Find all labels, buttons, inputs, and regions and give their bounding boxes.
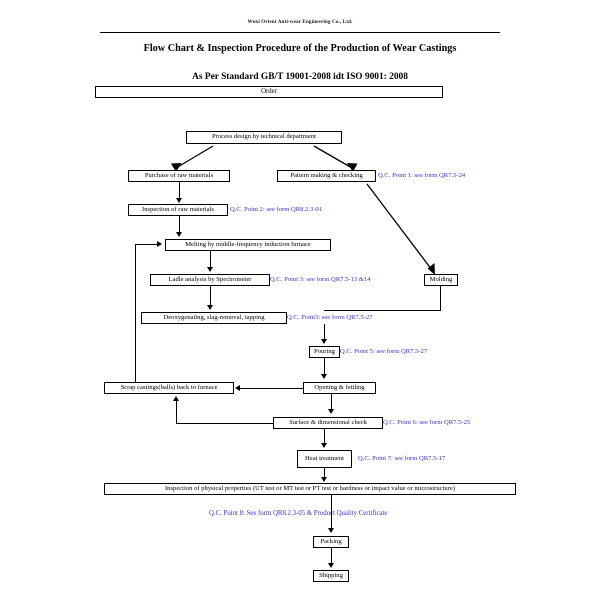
qc-point-3-label: Q.C. Point 3: see form QR7.5-13 &14 bbox=[270, 276, 371, 283]
arrowhead-opening bbox=[321, 374, 327, 379]
qc-point-8-label: Q.C. Point 8: See form QR8.2.3-05 & Prod… bbox=[209, 510, 388, 517]
node-process-design[interactable]: Process design by technical department bbox=[186, 131, 342, 144]
node-melting[interactable]: Melting by middle-frequency induction fu… bbox=[165, 239, 331, 251]
connector-surface-to-heat bbox=[324, 429, 325, 444]
qc-point-7-label: Q.C. Point 7: see form QR7.5-17 bbox=[358, 455, 446, 462]
arrowhead-ladle bbox=[207, 267, 213, 272]
node-pattern-making[interactable]: Pattern making & checking bbox=[277, 170, 376, 182]
arrowhead-melting-left bbox=[157, 241, 162, 247]
arrowhead-scrap-from-opening bbox=[235, 385, 240, 391]
connector-deoxygenating-to-pouring bbox=[324, 324, 325, 339]
node-ladle-analysis[interactable]: Ladle analysis by Spectrometer bbox=[150, 274, 270, 286]
connector-surface-rework-riser bbox=[176, 401, 177, 424]
connector-purchase-to-inspection bbox=[179, 182, 180, 199]
connector-scrap-to-melting-top bbox=[135, 244, 158, 245]
company-name: Wuxi Orient Anti-wear Engineering Co., L… bbox=[247, 19, 353, 25]
arrowhead-inspection-raw bbox=[176, 198, 182, 203]
arrowhead-scrap-from-surface bbox=[173, 396, 179, 401]
node-deoxygenating[interactable]: Deoxygenating, slag-removal, tapping bbox=[141, 312, 287, 324]
node-scrap-castings[interactable]: Scrap castings(balls) back to furnace bbox=[104, 382, 234, 394]
node-surface-dimensional-check[interactable]: Surface & dimensional check bbox=[273, 417, 383, 429]
connector-packing-to-shipping bbox=[331, 548, 332, 564]
node-physical-properties-inspection[interactable]: Inspection of physical properties (UT te… bbox=[104, 483, 516, 495]
connector-surface-rework-horizontal bbox=[176, 423, 274, 424]
node-packing[interactable]: Packing bbox=[313, 536, 349, 548]
connector-molding-down bbox=[440, 286, 441, 311]
qc-point-4-label: Q.C. Point3: see form QR7.5-27 bbox=[287, 314, 373, 321]
arrowhead-melting-top bbox=[176, 232, 182, 237]
document-title: Flow Chart & Inspection Procedure of the… bbox=[143, 43, 457, 54]
connector-pouring-to-opening bbox=[324, 358, 325, 375]
header-divider bbox=[100, 32, 500, 33]
node-opening-fettling[interactable]: Opening & fettling bbox=[303, 382, 376, 394]
connector-opening-to-scrap bbox=[240, 388, 304, 389]
connector-molding-to-pouring-path bbox=[324, 310, 441, 311]
arrowhead-surface-check bbox=[328, 409, 334, 414]
connector-opening-to-surface bbox=[331, 394, 332, 410]
connector-scrap-to-melting-riser bbox=[135, 245, 136, 383]
qc-point-6-label: Q.C. Point 6: see form QR7.5-25 bbox=[383, 419, 471, 426]
connector-physical-to-packing bbox=[331, 495, 332, 529]
arrowhead-heat-treatment bbox=[321, 443, 327, 448]
node-shipping[interactable]: Shipping bbox=[313, 570, 349, 582]
arrowhead-physical-inspection bbox=[321, 477, 327, 482]
qc-point-5-label: Q.C. Point 5: see form QR7.5-27 bbox=[340, 348, 428, 355]
qc-point-1-label: Q.C. Point 1: see form QR7.5-24 bbox=[378, 172, 466, 179]
node-pouring[interactable]: Pouring bbox=[309, 346, 340, 358]
qc-point-2-label: Q.C. Point 2: see form QR8.2.3-01 bbox=[230, 206, 323, 213]
arrowhead-pouring bbox=[321, 339, 327, 344]
arrowhead-deoxygenating bbox=[207, 305, 213, 310]
connector-heat-to-physical bbox=[324, 468, 325, 478]
document-subtitle: As Per Standard GB/T 19001-2008 idt ISO … bbox=[192, 72, 408, 82]
node-purchase-raw-materials[interactable]: Purchase of raw materials bbox=[128, 170, 230, 182]
arrowhead-shipping bbox=[328, 563, 334, 568]
node-heat-treatment[interactable]: Heat treatment bbox=[297, 450, 352, 468]
connector-ladle-to-deoxygenating bbox=[210, 286, 211, 306]
arrowhead-packing bbox=[328, 528, 334, 533]
connector-melting-to-ladle bbox=[210, 251, 211, 268]
node-inspection-raw-materials[interactable]: Inspection of raw materials bbox=[128, 204, 228, 216]
node-order[interactable]: Order bbox=[95, 86, 443, 98]
connector-inspection-to-melting bbox=[179, 216, 180, 233]
node-molding[interactable]: Molding bbox=[424, 274, 458, 286]
